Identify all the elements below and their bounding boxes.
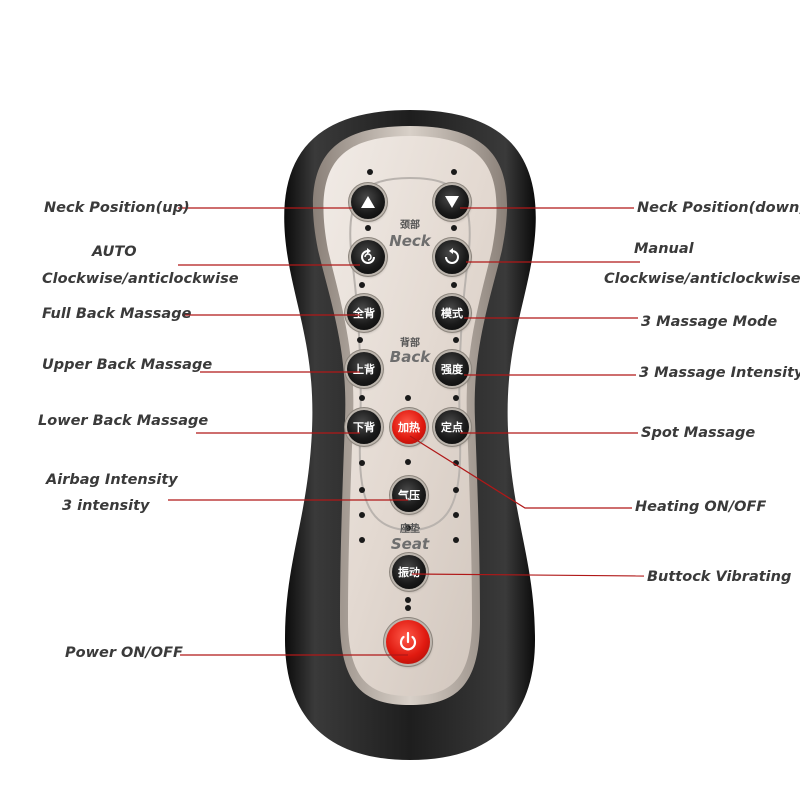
power-button[interactable] [386, 620, 430, 664]
indicator-dot [359, 395, 365, 401]
label-heating: Heating ON/OFF [635, 499, 767, 515]
indicator-dot [453, 487, 459, 493]
seat-zh-label: 座垫 [400, 524, 420, 535]
indicator-dot [451, 225, 457, 231]
label-vibrate: Buttock Vibrating [647, 569, 792, 585]
indicator-dot [367, 169, 373, 175]
indicator-dot [405, 605, 411, 611]
indicator-dot [453, 460, 459, 466]
label-power: Power ON/OFF [65, 645, 183, 661]
label-upper-back: Upper Back Massage [42, 357, 213, 373]
upper-back-button[interactable]: 上背 [347, 352, 381, 386]
neck-up-button[interactable] [351, 185, 385, 219]
indicator-dot [453, 395, 459, 401]
indicator-dot [453, 337, 459, 343]
triangle-up-icon [361, 196, 375, 208]
indicator-dot [453, 512, 459, 518]
seat-en-label: Seat [390, 535, 430, 553]
spot-massage-button[interactable]: 定点 [435, 410, 469, 444]
indicator-dot [359, 487, 365, 493]
label-spot: Spot Massage [641, 425, 756, 441]
indicator-dot [359, 512, 365, 518]
manual-rotate-button[interactable] [435, 240, 469, 274]
triangle-down-icon [445, 196, 459, 208]
auto-rotate-button[interactable] [351, 240, 385, 274]
indicator-dot [359, 460, 365, 466]
indicator-dot [359, 537, 365, 543]
neck-zh-label: 颈部 [400, 220, 420, 231]
label-airbag-line2: 3 intensity [62, 498, 150, 514]
indicator-dot [405, 459, 411, 465]
lower-back-button[interactable]: 下背 [347, 410, 381, 444]
indicator-dot [405, 525, 411, 531]
label-auto-line2: Clockwise/anticlockwise [42, 271, 239, 287]
neck-en-label: Neck [389, 232, 431, 250]
heating-button[interactable]: 加热 [392, 410, 426, 444]
neck-down-button[interactable] [435, 185, 469, 219]
label-neck-down: Neck Position(down) [637, 200, 800, 216]
indicator-dot [453, 537, 459, 543]
label-mode: 3 Massage Mode [641, 314, 778, 330]
label-neck-up: Neck Position(up) [44, 200, 190, 216]
power-icon [399, 631, 417, 651]
massage-mode-button[interactable]: 模式 [435, 296, 469, 330]
label-full-back: Full Back Massage [42, 306, 192, 322]
rotate-icon [445, 248, 459, 264]
label-airbag-line1: Airbag Intensity [46, 472, 178, 488]
label-auto-line1: AUTO [92, 244, 137, 260]
full-back-button[interactable]: 全背 [347, 296, 381, 330]
back-zh-label: 背部 [400, 338, 420, 349]
label-lower-back: Lower Back Massage [38, 413, 209, 429]
label-intensity: 3 Massage Intensity [639, 365, 800, 381]
vibrate-button[interactable]: 振动 [392, 555, 426, 589]
indicator-dot [451, 169, 457, 175]
indicator-dot [405, 395, 411, 401]
label-manual-line2: Clockwise/anticlockwise [604, 271, 800, 287]
indicator-dot [405, 597, 411, 603]
back-en-label: Back [389, 348, 431, 366]
indicator-dot [357, 337, 363, 343]
label-manual-line1: Manual [634, 241, 694, 257]
intensity-button[interactable]: 强度 [435, 352, 469, 386]
indicator-dot [365, 225, 371, 231]
indicator-dot [451, 282, 457, 288]
airbag-button[interactable]: 气压 [392, 478, 426, 512]
indicator-dot [359, 282, 365, 288]
rotate-icon [361, 248, 375, 264]
